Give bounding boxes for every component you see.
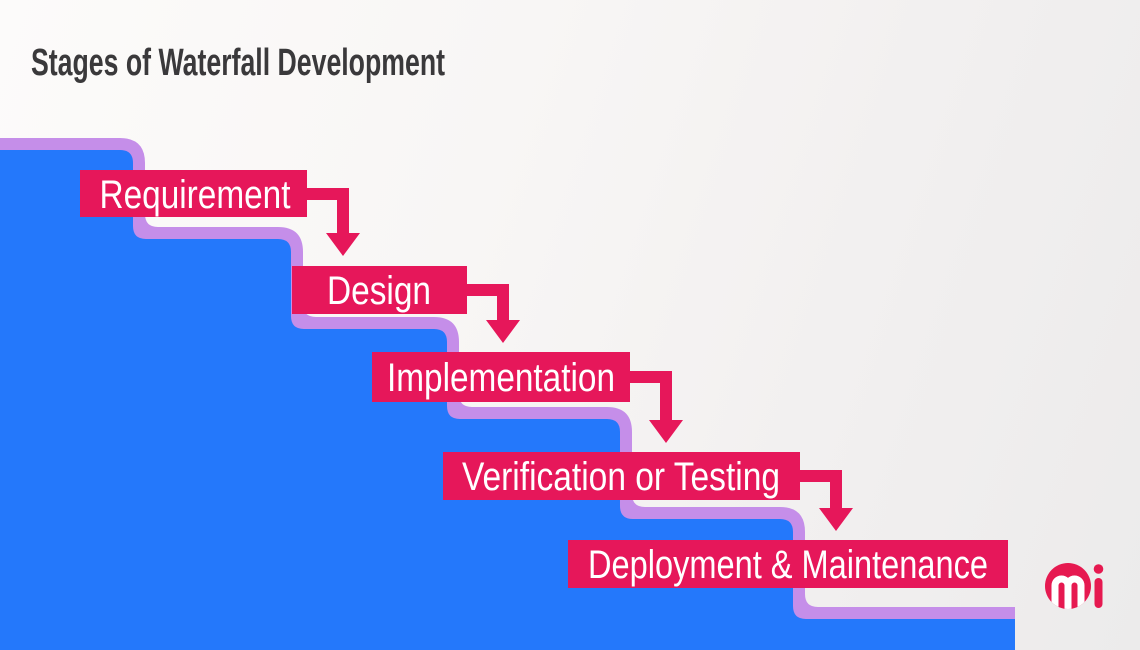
stage-design: Design bbox=[292, 266, 467, 314]
arrow-verification-to-deployment-icon bbox=[800, 470, 853, 531]
stage-verification: Verification or Testing bbox=[443, 452, 800, 500]
arrow-implementation-to-verification-icon bbox=[630, 371, 683, 443]
page-title: Stages of Waterfall Development bbox=[31, 42, 445, 84]
stage-label-requirement: Requirement bbox=[100, 173, 291, 217]
arrow-design-to-implementation-icon bbox=[467, 284, 520, 343]
stage-label-design: Design bbox=[327, 269, 431, 313]
logo-i-dot-icon bbox=[1093, 564, 1104, 574]
staircase-waterfall bbox=[0, 150, 1015, 650]
stage-label-implementation: Implementation bbox=[387, 356, 615, 400]
stage-requirement: Requirement bbox=[80, 170, 307, 217]
stage-box-design bbox=[292, 266, 467, 314]
stage-label-verification: Verification or Testing bbox=[462, 455, 780, 499]
stage-box-verification bbox=[443, 452, 800, 500]
stage-box-requirement bbox=[80, 170, 307, 217]
stage-implementation: Implementation bbox=[372, 352, 630, 402]
logo-m-glyph-icon bbox=[1051, 575, 1085, 609]
stage-box-implementation bbox=[372, 352, 630, 402]
stage-label-deployment: Deployment & Maintenance bbox=[588, 543, 988, 587]
logo-i-stem-icon bbox=[1094, 578, 1103, 608]
stage-box-deployment bbox=[568, 540, 1008, 588]
stage-deployment: Deployment & Maintenance bbox=[568, 540, 1008, 588]
arrow-requirement-to-design-icon bbox=[307, 188, 360, 256]
brand-logo bbox=[1045, 563, 1104, 609]
